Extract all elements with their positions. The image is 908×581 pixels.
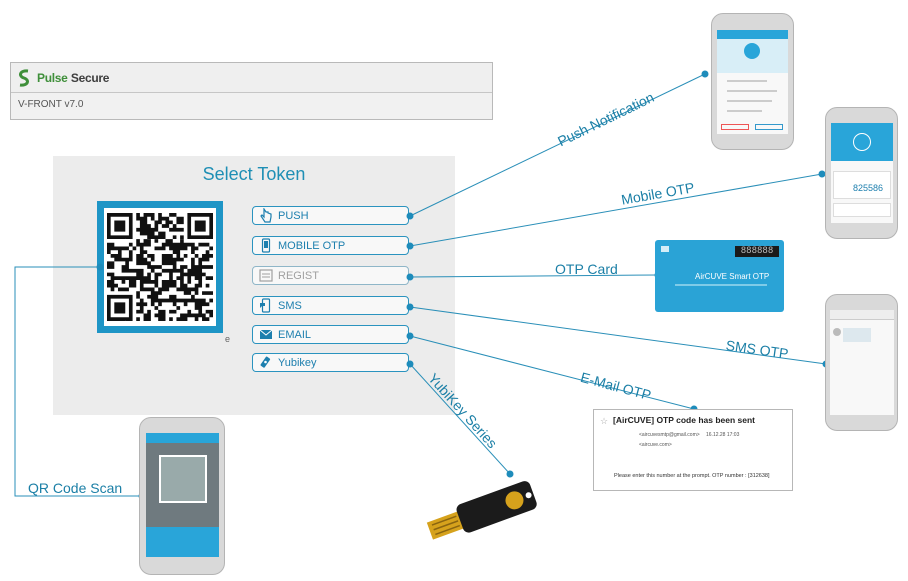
cursor-mark: e	[225, 334, 231, 344]
email-subject: [AirCUVE] OTP code has been sent	[613, 415, 756, 425]
sms-line	[409, 306, 827, 365]
usb-key-icon	[260, 356, 271, 368]
version-label: V-FRONT v7.0	[18, 99, 84, 110]
yubikey-touch-icon	[505, 491, 524, 510]
brand-pulse: Pulse	[37, 71, 68, 85]
qr-code-scan-label: QR Code Scan	[28, 480, 123, 496]
mobile-otp-code: 825586	[853, 183, 884, 193]
sms-phone-screen	[830, 310, 894, 415]
mobile-otp-line	[409, 173, 823, 247]
otp-card-display: 888888	[735, 246, 779, 257]
push-line	[409, 73, 706, 217]
otp-card-line	[409, 274, 659, 278]
email-button-label: EMAIL	[278, 329, 312, 341]
qr-code-icon	[107, 213, 213, 321]
push-button[interactable]: PUSH	[252, 206, 409, 225]
sms-button-label: SMS	[278, 300, 302, 312]
email-to: <aircuve.com>	[639, 442, 672, 448]
qr-code-frame	[97, 201, 223, 333]
email-line	[409, 335, 695, 410]
email-from: <aircuvesmtp@gmail.com>	[639, 432, 700, 438]
pulse-logo-icon	[19, 69, 29, 87]
email-body: Please enter this number at the prompt. …	[614, 473, 770, 479]
mobile-otp-phone-screen: 825586	[831, 123, 893, 223]
otp-card-brand: AirCUVE Smart OTP	[695, 272, 770, 281]
push-button-label: PUSH	[278, 210, 309, 222]
sms-phone-image	[825, 294, 898, 431]
pulse-header-bar: Pulse Secure	[11, 63, 492, 93]
otp-card-image: 888888 AirCUVE Smart OTP	[655, 240, 784, 312]
brand-secure: Secure	[70, 71, 110, 85]
yubikey-button[interactable]: Yubikey	[252, 353, 409, 372]
sms-button[interactable]: SMS	[252, 296, 409, 315]
register-icon	[259, 269, 273, 282]
yubikey-button-label: Yubikey	[278, 357, 317, 369]
qr-scan-phone-screen	[146, 433, 219, 557]
qr-scan-phone-image	[139, 417, 225, 575]
email-date: 16.12.28 17:03	[706, 432, 740, 438]
select-token-title: Select Token	[202, 164, 306, 184]
qr-code-area	[104, 208, 216, 326]
star-icon: ☆	[600, 416, 609, 426]
regist-button-label: REGIST	[278, 270, 319, 282]
push-phone-image	[711, 13, 794, 150]
pulse-brand-name: Pulse Secure	[37, 71, 109, 85]
yubikey-body	[456, 481, 537, 533]
envelope-icon	[259, 329, 273, 339]
push-phone-screen	[717, 30, 788, 134]
mobile-otp-phone-image: 825586	[825, 107, 898, 239]
email-button[interactable]: EMAIL	[252, 325, 409, 344]
hand-pointer-icon	[260, 208, 272, 223]
yubikey-line	[409, 363, 511, 475]
mobile-otp-button[interactable]: MOBILE OTP	[252, 236, 409, 255]
email-screenshot: ☆ [AirCUVE] OTP code has been sent <airc…	[593, 409, 793, 491]
pulse-secure-panel: Pulse Secure V-FRONT v7.0	[10, 62, 493, 120]
sms-icon	[260, 298, 271, 313]
select-token-panel: Select Token PUSH MOBILE OTP REGIST SMS	[53, 156, 455, 415]
yubikey-image	[426, 481, 537, 540]
qr-line	[14, 266, 142, 497]
otp-card-label: OTP Card	[555, 261, 618, 277]
qr-modules	[107, 213, 213, 321]
mobile-otp-button-label: MOBILE OTP	[278, 240, 346, 252]
mobile-phone-icon	[261, 238, 271, 253]
